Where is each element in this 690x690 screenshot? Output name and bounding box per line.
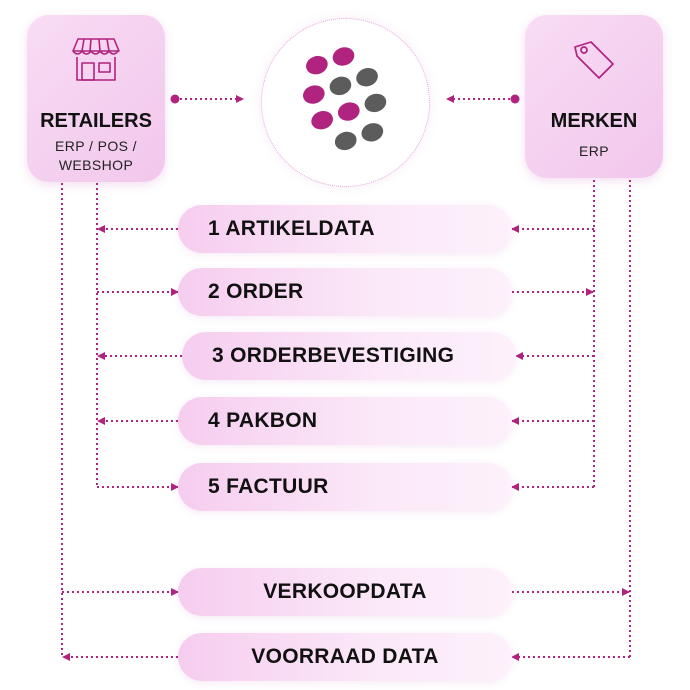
step-label: 1 ARTIKELDATA <box>208 217 375 240</box>
retailers-title: RETAILERS <box>40 110 152 132</box>
step-label: 4 PAKBON <box>208 409 318 432</box>
dotted-logo-icon <box>262 19 429 191</box>
flow-label: VERKOOPDATA <box>263 580 427 603</box>
flow-voorraad-data: VOORRAAD DATA <box>178 633 512 681</box>
step-label: 5 FACTUUR <box>208 475 329 498</box>
step-label: 3 ORDERBEVESTIGING <box>212 344 455 367</box>
step-factuur: 5 FACTUUR <box>178 463 512 511</box>
flow-label: VOORRAAD DATA <box>251 645 439 668</box>
step-label: 2 ORDER <box>208 280 304 303</box>
retailers-subtitle-line1: ERP / POS / <box>55 138 137 154</box>
shop-icon <box>69 35 123 90</box>
step-orderbevestiging: 3 ORDERBEVESTIGING <box>182 332 516 380</box>
retailers-card: RETAILERS ERP / POS / WEBSHOP <box>27 15 165 182</box>
hub-logo <box>261 18 430 187</box>
step-order: 2 ORDER <box>178 268 512 316</box>
merken-subtitle: ERP <box>579 143 609 159</box>
step-pakbon: 4 PAKBON <box>178 397 512 445</box>
flow-verkoopdata: VERKOOPDATA <box>178 568 512 616</box>
merken-title: MERKEN <box>550 110 638 132</box>
tag-icon <box>569 37 619 90</box>
retailers-subtitle-line2: WEBSHOP <box>58 157 134 173</box>
step-artikeldata: 1 ARTIKELDATA <box>178 205 512 253</box>
merken-card: MERKEN ERP <box>525 15 663 178</box>
